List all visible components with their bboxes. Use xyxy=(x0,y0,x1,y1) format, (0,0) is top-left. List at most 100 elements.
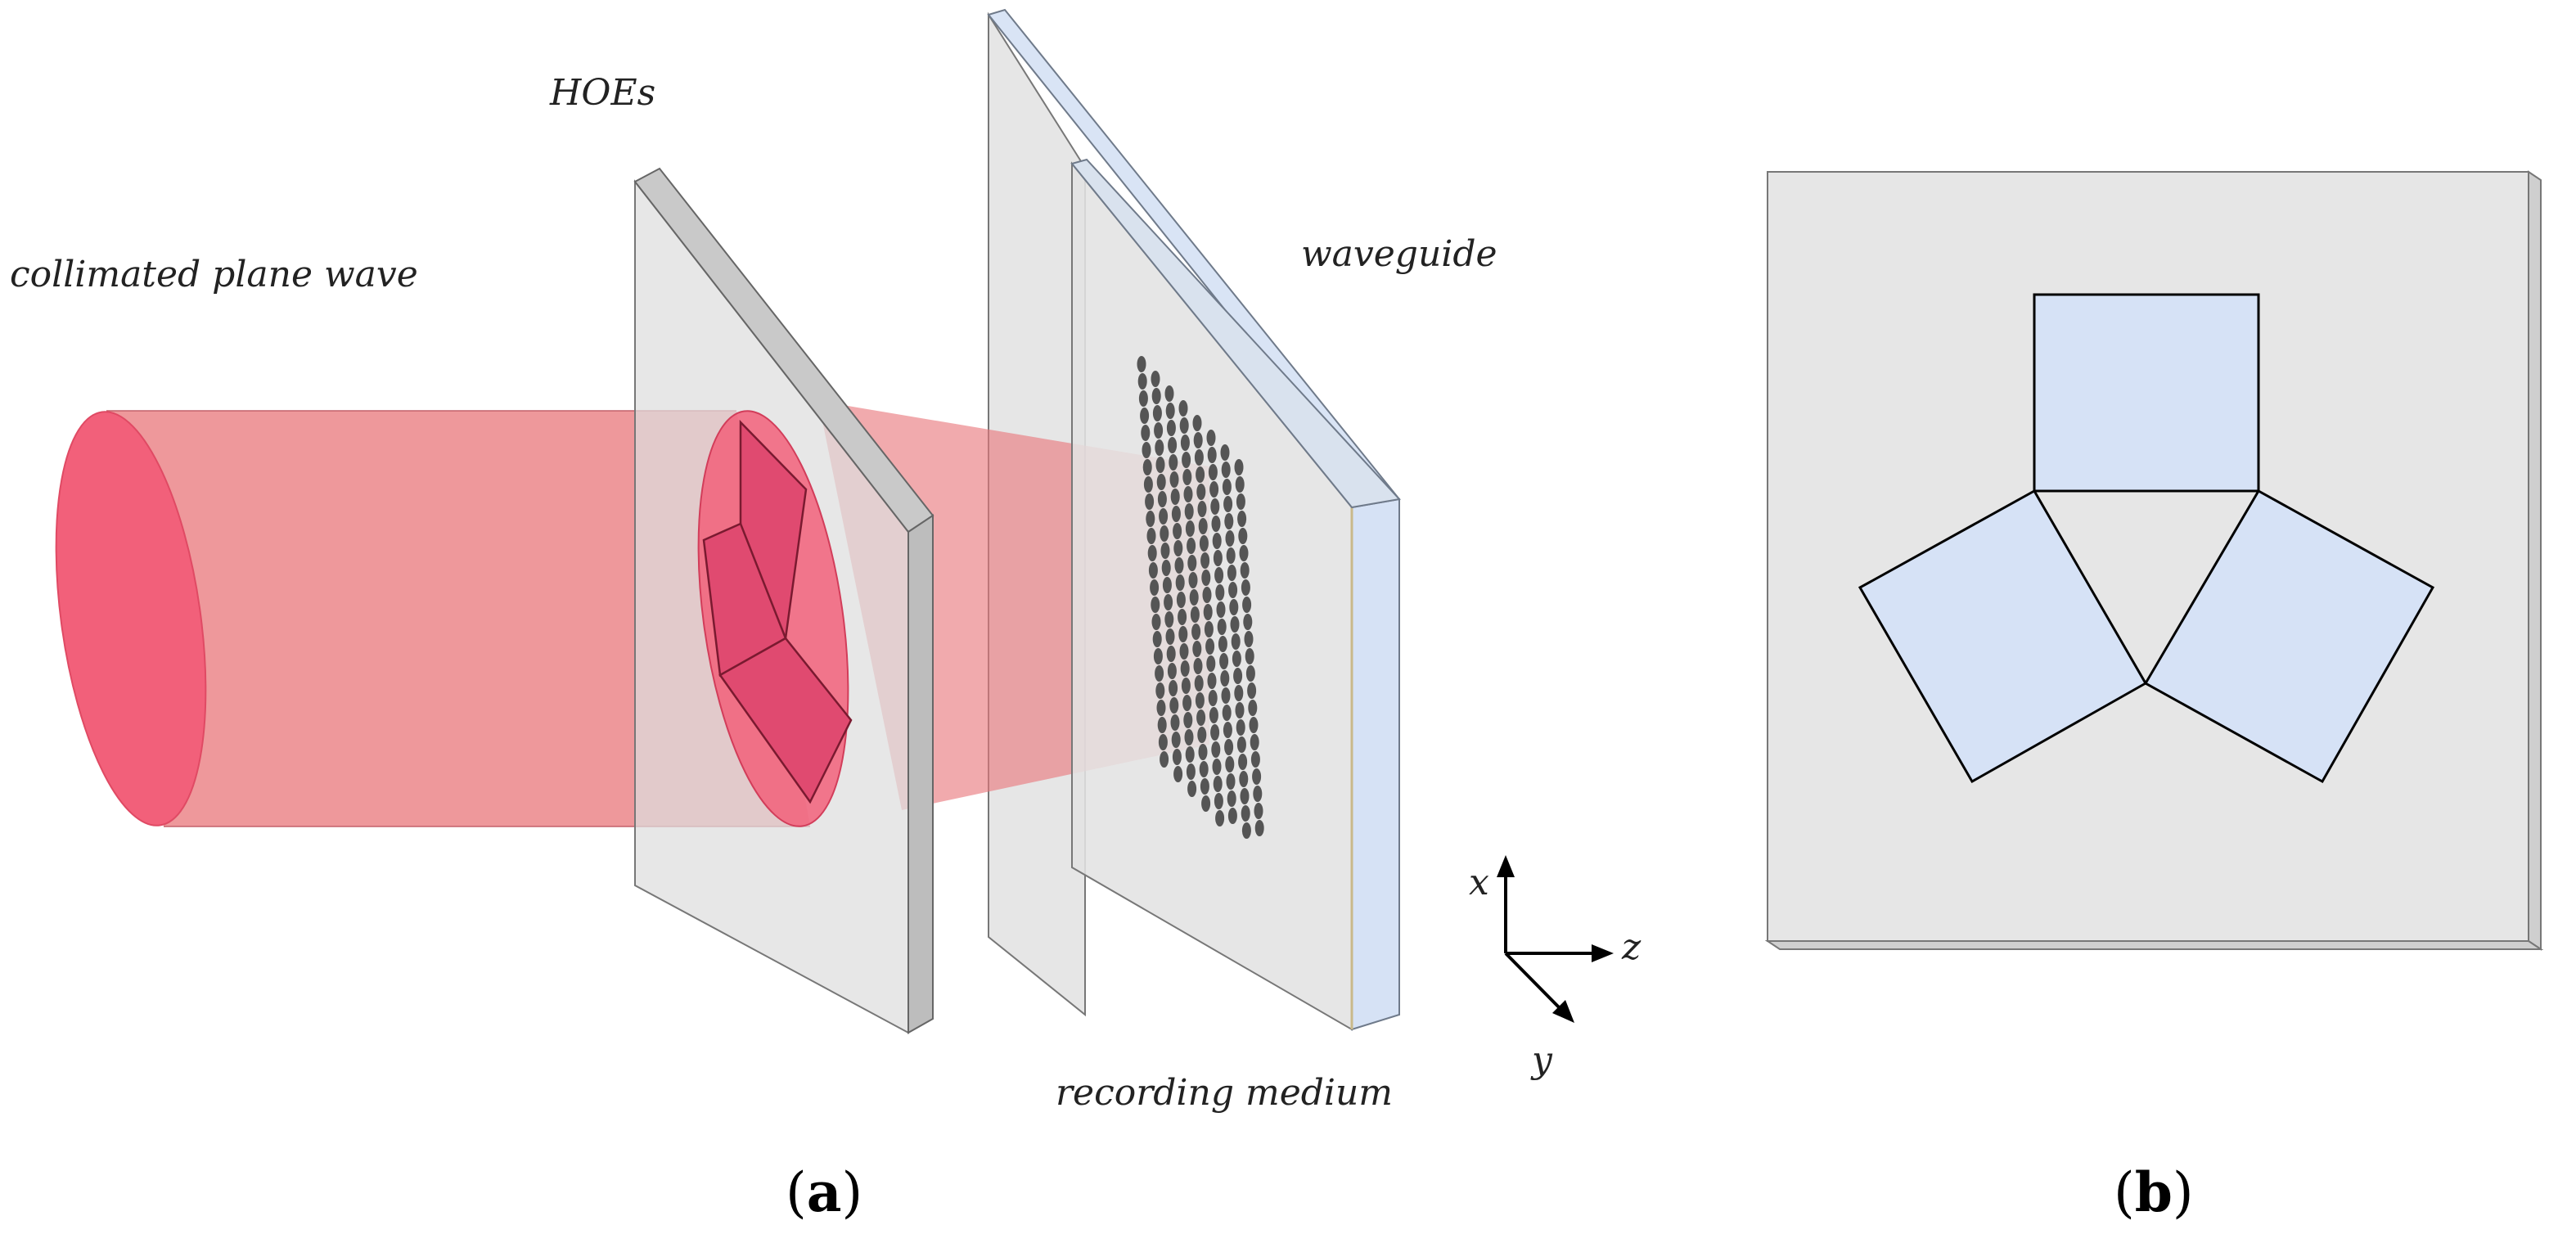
hologram-dot xyxy=(1178,609,1187,625)
hologram-dot xyxy=(1159,508,1169,525)
hologram-dot xyxy=(1176,592,1186,608)
hologram-dot xyxy=(1231,633,1241,650)
hologram-dot xyxy=(1222,479,1232,495)
hologram-dot xyxy=(1157,491,1167,507)
hologram-dot xyxy=(1164,611,1174,628)
panel-b: (b) xyxy=(1764,170,2544,1224)
hologram-dot xyxy=(1165,628,1175,645)
hologram-dot xyxy=(1249,717,1259,733)
hologram-dot xyxy=(1164,385,1174,402)
hologram-dot xyxy=(1155,682,1165,699)
hologram-dot xyxy=(1224,739,1234,755)
hologram-dot xyxy=(1221,687,1231,704)
hologram-dot xyxy=(1161,560,1171,576)
hologram-dot xyxy=(1193,432,1203,448)
hologram-dot xyxy=(1181,678,1191,694)
hologram-dot xyxy=(1150,579,1160,596)
hologram-dot xyxy=(1215,584,1225,601)
hologram-dot xyxy=(1207,673,1217,689)
hologram-dot xyxy=(1198,744,1208,760)
hologram-dot xyxy=(1157,717,1167,733)
hologram-dot xyxy=(1179,643,1189,660)
hologram-dot xyxy=(1240,788,1250,804)
hoe-square-left xyxy=(1858,489,2148,784)
hologram-dot xyxy=(1185,520,1195,537)
hologram-dot xyxy=(1214,567,1224,583)
hologram-dot xyxy=(1160,751,1169,768)
hologram-dot xyxy=(1234,685,1244,701)
hologram-dot xyxy=(1175,574,1185,591)
hologram-dot xyxy=(1162,577,1172,593)
hologram-dot xyxy=(1203,604,1213,620)
hologram-dot xyxy=(1173,523,1182,539)
hologram-dot xyxy=(1143,476,1153,493)
hologram-dot xyxy=(1138,390,1148,407)
hologram-dot xyxy=(1173,540,1183,556)
hologram-dot xyxy=(1226,773,1236,790)
hologram-dot xyxy=(1224,513,1234,529)
hologram-dot xyxy=(1145,493,1155,510)
hologram-dot xyxy=(1243,614,1253,630)
hologram-dot xyxy=(1253,786,1263,802)
hologram-dot xyxy=(1254,803,1263,819)
hologram-dot xyxy=(1229,599,1239,615)
hologram-dot xyxy=(1234,459,1244,475)
hologram-dot xyxy=(1169,697,1179,714)
hologram-dot xyxy=(1147,545,1157,561)
axis-z-label: z xyxy=(1621,926,1642,968)
hologram-dot xyxy=(1227,808,1237,824)
hologram-dot xyxy=(1236,493,1245,510)
hologram-dot xyxy=(1211,516,1221,532)
hologram-dot xyxy=(1170,489,1180,505)
hologram-dot xyxy=(1169,680,1178,696)
hologram-dot xyxy=(1165,403,1175,419)
hologram-dot xyxy=(1160,543,1170,559)
hologram-dot xyxy=(1209,707,1218,723)
hologram-dot xyxy=(1169,471,1179,488)
hologram-dot xyxy=(1152,631,1162,647)
hologram-dot xyxy=(1209,481,1219,498)
hologram-dot xyxy=(1196,466,1205,483)
hologram-dot xyxy=(1206,655,1216,672)
hologram-dot xyxy=(1154,422,1164,439)
hologram-dot xyxy=(1183,712,1193,728)
hologram-dot xyxy=(1152,405,1162,421)
hologram-dot xyxy=(1153,648,1163,664)
hologram-dot xyxy=(1182,452,1191,468)
hologram-dot xyxy=(1237,511,1247,527)
hologram-dot xyxy=(1156,474,1166,490)
hologram-dot xyxy=(1242,597,1252,613)
hologram-dot xyxy=(1198,518,1208,534)
hologram-dot xyxy=(1254,820,1264,836)
hologram-dot xyxy=(1155,665,1164,682)
hologram-dot xyxy=(1233,668,1243,684)
hologram-dot xyxy=(1200,552,1210,569)
hologram-dot xyxy=(1215,810,1225,826)
hologram-dot xyxy=(1207,447,1217,463)
hologram-dot xyxy=(1137,356,1146,372)
hologram-dot xyxy=(1252,768,1262,785)
hologram-dot xyxy=(1184,503,1194,520)
label-wave: collimated plane wave xyxy=(10,254,418,295)
hologram-dot xyxy=(1202,587,1212,603)
axis-y-label: y xyxy=(1530,1039,1553,1081)
hologram-dot xyxy=(1172,749,1182,765)
hologram-dot xyxy=(1197,501,1207,517)
hologram-dot xyxy=(1158,734,1168,750)
hologram-dot xyxy=(1232,651,1241,667)
hologram-dot xyxy=(1210,498,1220,515)
hologram-dot xyxy=(1228,582,1238,598)
caption-b: (b) xyxy=(2114,1160,2194,1224)
hologram-dot xyxy=(1241,805,1250,822)
hologram-dot xyxy=(1178,626,1188,642)
hologram-dot xyxy=(1189,589,1199,606)
hologram-dot xyxy=(1170,714,1180,731)
hologram-dot xyxy=(1151,388,1161,404)
hologram-dot xyxy=(1222,705,1232,721)
hologram-dot xyxy=(1173,766,1183,782)
hologram-dot xyxy=(1239,545,1249,561)
hologram-dot xyxy=(1201,570,1211,586)
hologram-dot xyxy=(1148,562,1158,579)
hologram-dot xyxy=(1221,462,1231,478)
hologram-dot xyxy=(1235,476,1245,493)
